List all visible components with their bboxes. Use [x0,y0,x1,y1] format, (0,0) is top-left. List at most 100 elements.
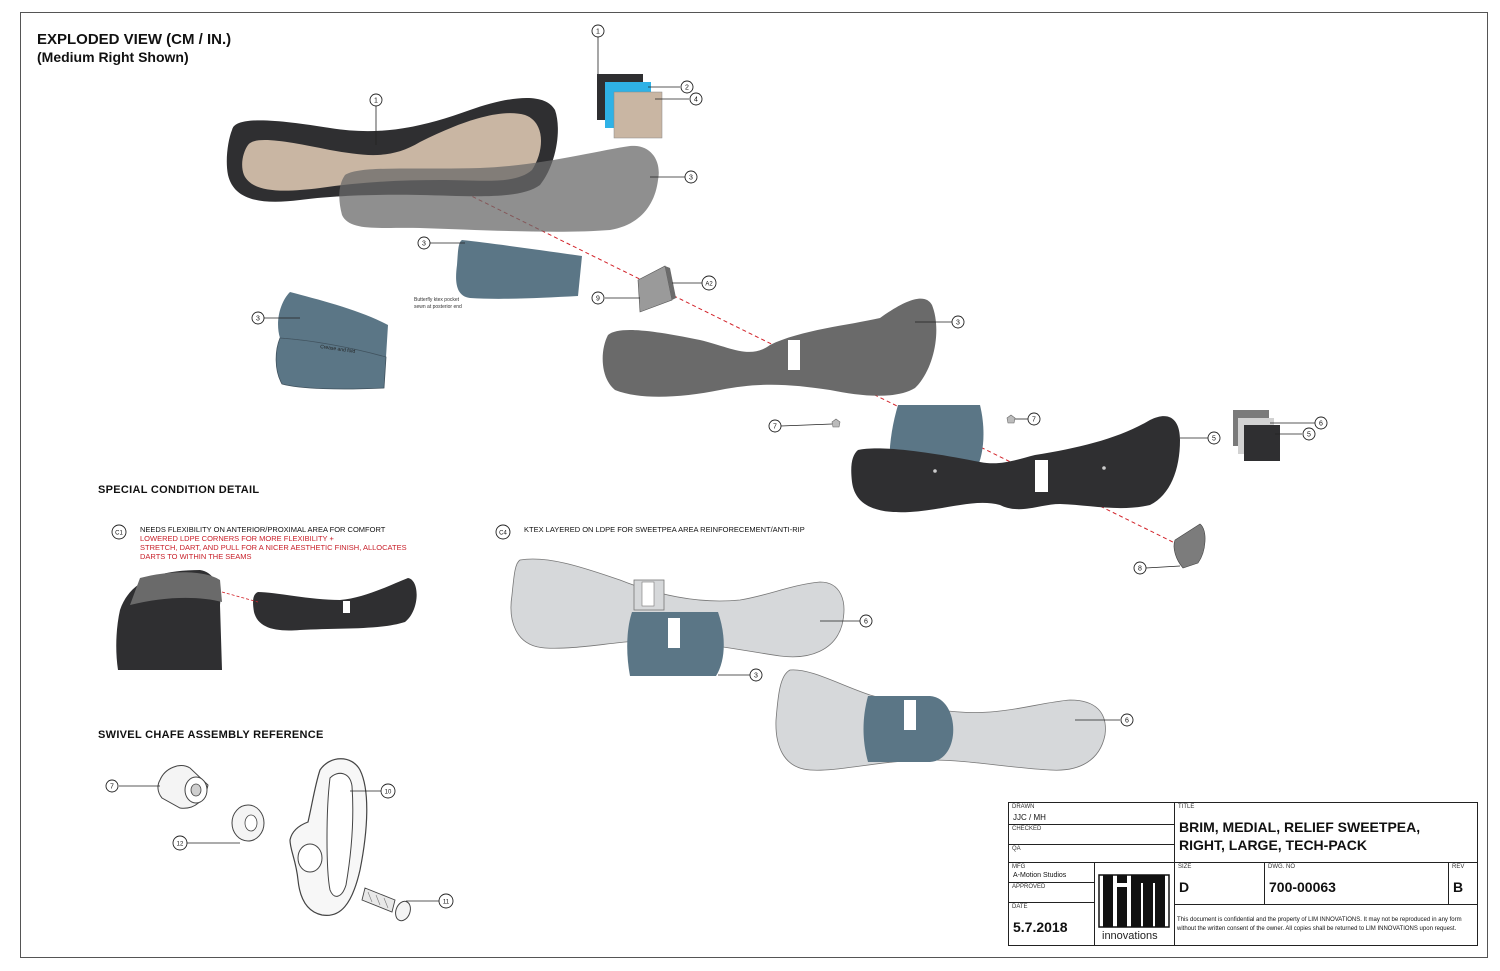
callout-bubble [369,93,383,107]
tee-nut-small-left [831,418,841,428]
main-title: EXPLODED VIEW (CM / IN.) [37,31,232,48]
c1-note-line3: STRETCH, DART, AND PULL FOR A NICER AEST… [140,543,407,552]
callout-number: 7 [110,784,114,791]
callout-number: 3 [689,175,693,182]
title-label: TITLE [1178,804,1195,810]
c4-note: KTEX LAYERED ON LDPE FOR SWEETPEA AREA R… [524,525,805,534]
callout-bubble [1302,427,1316,441]
callout-number: 6 [1125,718,1129,725]
disclaimer-line2: without the written consent of the owner… [1177,926,1457,932]
callout-bubble [172,835,188,851]
special-condition-heading: SPECIAL CONDITION DETAIL [98,484,260,496]
callout-bubble [1207,431,1221,445]
checked-label: CHECKED [1012,826,1042,832]
sweetpea-dark-slot [1035,460,1048,492]
callout-number: C1 [115,531,123,537]
callout-number: 3 [754,673,758,680]
callout-bubble [591,24,605,38]
butterfly-pocket [456,240,582,299]
swatch-5 [1244,425,1280,461]
c1-note-line4: DARTS TO WITHIN THE SEAMS [140,552,252,561]
callout-bubble [859,614,873,628]
callout-bubble [684,170,698,184]
callout-bubble [1314,416,1328,430]
callout-bubble [417,236,431,250]
callout-number: 7 [773,424,777,431]
callout-bubble [1133,561,1147,575]
callout-number: 9 [596,296,600,303]
dwg-label: DWG. NO [1268,864,1295,870]
callout-number: 12 [177,842,184,848]
sweetpea-gray-shell [602,298,937,397]
callout-number: 2 [685,85,689,92]
title-line2: RIGHT, LARGE, TECH-PACK [1179,837,1367,853]
drawn-value: JJC / MH [1013,813,1046,822]
swivel-chafe-assembly [157,758,411,922]
swivel-chafe-heading: SWIVEL CHAFE ASSEMBLY REFERENCE [98,729,324,741]
perforated-insert [637,265,676,313]
callout-number: A2 [705,282,713,288]
grip-piece [1173,523,1206,569]
mfg-value: A-Motion Studios [1013,872,1067,879]
callout-bubble [689,92,703,106]
callout-bubble [438,893,454,909]
callout-number: 8 [1138,566,1142,573]
callout-number: 1 [596,29,600,36]
main-subtitle: (Medium Right Shown) [37,49,189,65]
qa-label: QA [1012,846,1021,852]
size-label: SIZE [1178,864,1192,870]
callout-bubble [749,668,763,682]
size-cell: SIZE D [1175,863,1265,905]
date-label: DATE [1012,904,1028,910]
callout-bubble [768,419,782,433]
c4-detail-upper [510,558,845,676]
callout-number: 3 [422,241,426,248]
brim-gray-layer [339,145,659,232]
callout-bubble [591,291,605,305]
c1-note-line2: LOWERED LDPE CORNERS FOR MORE FLEXIBILIT… [140,534,334,543]
title-block: DRAWN JJC / MH CHECKED QA MFG A-Motion S… [1008,802,1478,946]
crease-note: Crease and fold [320,344,356,355]
rev-value: B [1453,879,1464,895]
lim-logo: innovations [1098,874,1170,942]
callout-bubble [380,783,396,799]
callout-bubble [1120,713,1134,727]
callout-bubble [495,524,511,540]
callout-bubble [105,779,119,793]
c1-detail [116,570,417,670]
title-line1: BRIM, MEDIAL, RELIEF SWEETPEA, [1179,819,1421,835]
approved-label: APPROVED [1012,884,1046,890]
callout-number: 3 [256,316,260,323]
drawn-cell: DRAWN JJC / MH [1009,803,1175,825]
callout-number: C4 [499,531,507,537]
callout-number: 6 [1319,421,1323,428]
callout-number: 4 [694,97,698,104]
disclaimer-line1: This document is confidential and the pr… [1177,917,1462,923]
callout-bubble [111,524,127,540]
rev-label: REV [1452,864,1465,870]
butterfly-note-2: sewn at posterior end [414,304,462,310]
sweetpea-dark-shell [851,416,1180,513]
disclaimer-cell: This document is confidential and the pr… [1175,905,1477,945]
callout-number: 11 [443,900,450,906]
callout-number: 7 [1032,417,1036,424]
c1-note-line1: NEEDS FLEXIBILITY ON ANTERIOR/PROXIMAL A… [140,525,386,534]
size-value: D [1179,879,1190,895]
mfg-cell: MFG A-Motion Studios [1009,863,1095,883]
callout-bubble [1027,412,1041,426]
callout-number: 1 [374,98,378,105]
material-swatches [597,74,663,139]
callout-bubble [251,311,265,325]
dwg-cell: DWG. NO 700-00063 [1265,863,1449,905]
checked-cell: CHECKED [1009,825,1175,845]
butterfly-note-1: Butterfly ktex pocket [414,297,460,303]
crease-fold-piece: Crease and fold [275,292,388,390]
callout-number: 5 [1307,432,1311,439]
callout-number: 3 [956,320,960,327]
sweetpea-slot [788,340,800,370]
title-cell: TITLE BRIM, MEDIAL, RELIEF SWEETPEA, RIG… [1175,803,1477,863]
mfg-label: MFG [1012,864,1026,870]
callout-bubble [951,315,965,329]
